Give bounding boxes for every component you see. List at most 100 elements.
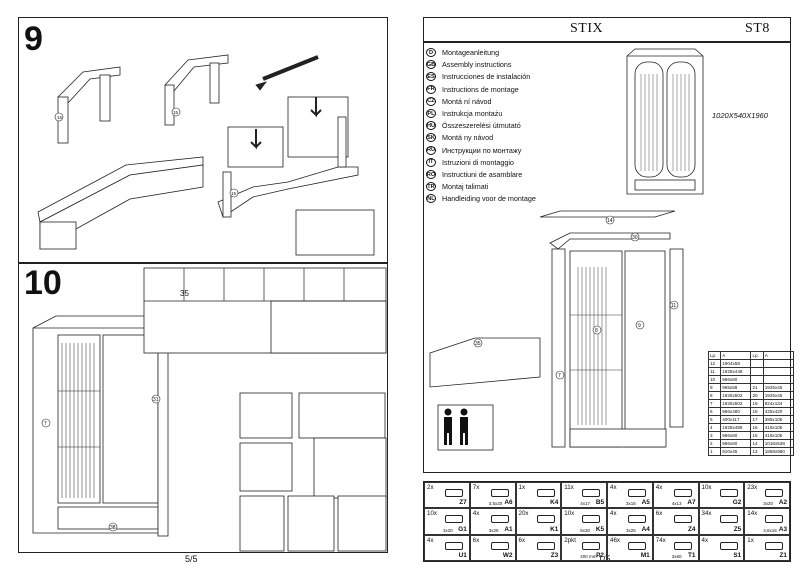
svg-text:11: 11 (671, 303, 676, 309)
product-code: ST8 (745, 21, 770, 36)
hardware-part-icon (765, 489, 784, 497)
hardware-qty: 10x (701, 484, 712, 491)
language-label: Instructiuni de asamblare (442, 170, 523, 179)
language-code-badge: CZ (426, 96, 436, 106)
hardware-size: 4x17 (580, 501, 591, 507)
hardware-qty: 4x (610, 510, 617, 518)
hardware-part-icon (719, 541, 738, 550)
hardware-code: A7 (687, 499, 696, 507)
hardware-part-icon (628, 515, 646, 524)
parts-table-cell: 966x60 (720, 375, 752, 384)
svg-text:31: 31 (153, 397, 159, 403)
parts-table-cell: 1925x502 (720, 399, 752, 408)
left-page-divider (18, 262, 388, 264)
hardware-code: A1 (504, 525, 513, 533)
parts-table-cell: 1925x45 (762, 383, 795, 392)
hardware-code: K4 (550, 499, 559, 507)
hardware-qty: 7x (472, 484, 480, 491)
language-code-badge: SK (426, 133, 436, 143)
hardware-code: Z7 (459, 499, 467, 507)
hardware-code: A4 (641, 525, 650, 533)
hardware-qty: 4x (610, 484, 617, 491)
parts-table-cell: 966x480 (720, 407, 752, 416)
language-code-badge: PL (426, 109, 436, 118)
hardware-code: A6 (504, 499, 513, 507)
parts-table-cell: 1925x502 (720, 391, 752, 400)
language-label: Handleiding voor de montage (442, 194, 536, 204)
parts-table-cell: 21 (750, 383, 764, 392)
hardware-code: G2 (732, 499, 742, 507)
hardware-code: K5 (595, 525, 604, 533)
hardware-qty: 10x (427, 510, 437, 518)
svg-text:8: 8 (595, 328, 598, 334)
svg-text:15: 15 (57, 115, 63, 120)
hardware-part-icon (445, 515, 463, 524)
parts-table-cell (762, 375, 795, 384)
language-label: Montá ny návod (442, 133, 494, 143)
hardware-size: 3x20 (443, 527, 453, 533)
parts-table-cell: 966x60 (720, 431, 752, 440)
hardware-part-icon (628, 541, 646, 550)
hardware-code: M1 (640, 551, 650, 559)
hardware-qty: 6x (655, 510, 663, 518)
language-code-badge: D (426, 48, 436, 57)
hardware-qty: 1x (747, 536, 754, 544)
parts-table-cell: 416x105 (762, 431, 795, 440)
parts-table-cell: 10 (707, 375, 722, 384)
hardware-qty: 20x (518, 510, 529, 518)
hardware-code: A3 (778, 525, 787, 533)
hardware-code: K1 (550, 525, 559, 533)
parts-table-cell (750, 375, 764, 384)
parts-table-cell: 6 (707, 407, 722, 416)
parts-table-cell: 965x58 (720, 383, 752, 392)
parts-header-lp2: Lp. (750, 351, 764, 360)
parts-table-cell: 4 (707, 423, 722, 432)
right-header-divider (423, 41, 791, 43)
parts-table-cell: 3 (707, 431, 722, 440)
parts-table-cell: 416x105 (762, 423, 795, 432)
hardware-size: 3,5x16 (763, 527, 777, 533)
hardware-part-icon (582, 515, 601, 524)
hardware-part-icon (490, 541, 509, 550)
parts-table-cell: 924x134 (762, 399, 795, 408)
hardware-code: P2 (596, 551, 604, 559)
parts-table-cell: 18 (750, 407, 764, 416)
step-10-illustration: 35 7 38 31 (32, 267, 387, 552)
left-page-frame (18, 17, 388, 553)
hardware-code: U1 (458, 551, 467, 559)
hardware-size: 3,5x20 (488, 501, 503, 507)
hardware-part-icon (536, 515, 555, 524)
language-label: Instructions de montage (442, 84, 519, 94)
svg-text:14: 14 (607, 218, 613, 224)
hardware-part-icon (719, 489, 738, 497)
hardware-qty: 2pkt (564, 536, 576, 544)
hardware-size: 6x30 (580, 527, 591, 533)
parts-table-cell: 5 (707, 415, 722, 424)
hardware-size: 4x13 (671, 501, 682, 507)
product-dimensions: 1020X540X1960 (712, 111, 768, 120)
parts-table-cell: 19 (750, 399, 764, 408)
parts-header-lp: Lp. (707, 351, 722, 360)
parts-table-cell: 1928x448 (720, 367, 752, 376)
